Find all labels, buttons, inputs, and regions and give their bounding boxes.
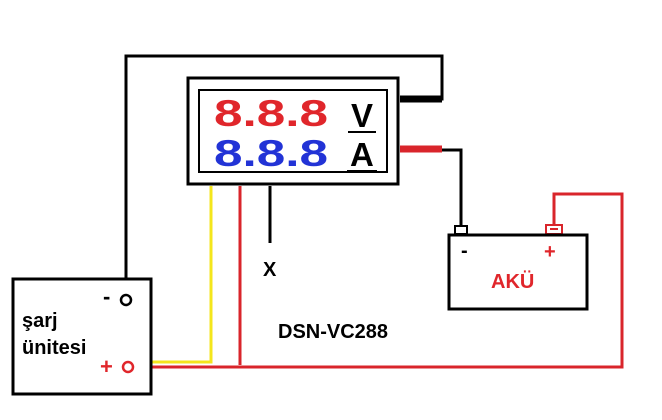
battery-minus-sign: -	[461, 240, 468, 262]
black-wire-battery-negative	[440, 148, 463, 226]
voltage-unit: V	[351, 97, 373, 134]
battery-label: AKÜ	[491, 270, 534, 293]
current-digits: 8.8.8	[214, 133, 328, 174]
charger-negative-terminal	[119, 293, 133, 307]
battery-plus-sign: +	[544, 241, 556, 263]
red-wire-positive	[135, 186, 624, 369]
current-unit: A	[350, 136, 374, 173]
charger-label-line2: ünitesi	[22, 337, 86, 359]
charger-positive-terminal	[121, 360, 135, 374]
charger-minus-sign: -	[103, 284, 110, 309]
unused-wire-label: X	[263, 259, 277, 281]
yellow-wire	[135, 186, 213, 364]
charger-label-line1: şarj	[22, 310, 58, 332]
module-name: DSN-VC288	[278, 321, 388, 343]
charger-plus-sign: +	[100, 354, 113, 379]
voltage-digits: 8.8.8	[214, 93, 328, 134]
battery-box	[447, 233, 589, 311]
battery-minus-terminal	[454, 225, 468, 235]
